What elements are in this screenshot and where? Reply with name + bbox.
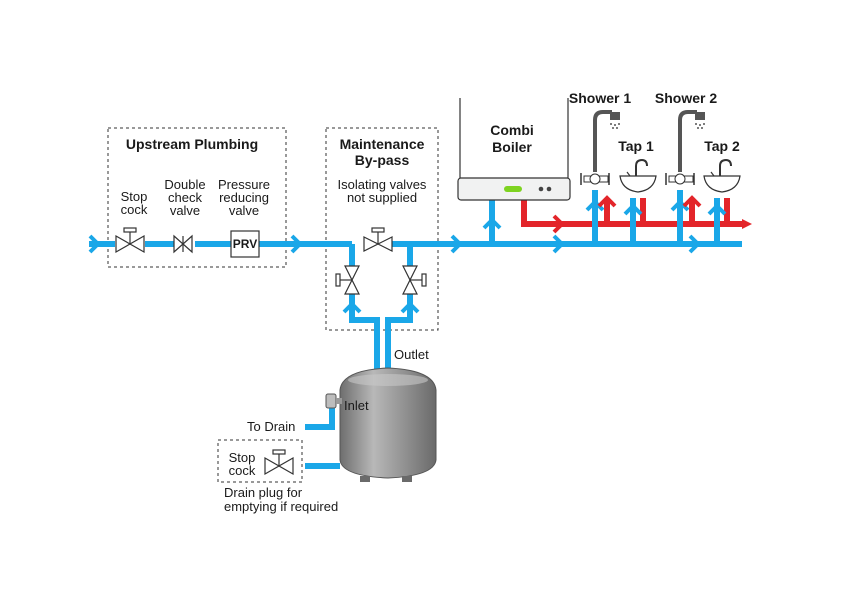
hot-flow-arrows	[552, 195, 702, 234]
bypass-left-valve-icon	[335, 265, 360, 295]
prv-label: PRV	[233, 237, 257, 251]
drain-stop-cock-valve-icon	[264, 449, 294, 476]
hot-water-pipe	[521, 198, 742, 227]
to-drain-label: To Drain	[247, 419, 295, 434]
boiler-title-1: Combi	[490, 122, 534, 138]
stop-cock-label-1: Stop	[121, 189, 148, 204]
bypass-right-valve-icon	[402, 265, 427, 295]
shower-2-label: Shower 2	[655, 90, 717, 106]
combi-boiler-icon	[457, 98, 571, 201]
maintenance-bypass-box	[325, 127, 439, 331]
double-check-label-1: Double	[164, 177, 205, 192]
drain-stop-cock-label-1: Stop	[229, 450, 256, 465]
prv-box	[230, 230, 260, 258]
double-check-label-3: valve	[170, 203, 200, 218]
double-check-label-2: check	[168, 190, 202, 205]
upstream-plumbing-box	[107, 127, 287, 268]
bypass-note-2: not supplied	[347, 190, 417, 205]
tap-1-label: Tap 1	[618, 138, 654, 154]
tap-2-icon	[703, 158, 741, 193]
inlet-label: Inlet	[344, 398, 369, 413]
prv-desc-label-2: reducing	[219, 190, 269, 205]
boiler-title-2: Boiler	[492, 139, 532, 155]
drain-stop-cock-box	[217, 439, 303, 483]
stop-cock-valve-icon	[115, 227, 145, 254]
cold-water-pipe	[89, 190, 742, 469]
shower-2-icon	[665, 110, 705, 185]
prv-desc-label-3: valve	[229, 203, 259, 218]
stop-cock-label-2: cock	[121, 202, 148, 217]
bypass-note-1: Isolating valves	[338, 177, 427, 192]
drain-note-2: emptying if required	[224, 499, 338, 514]
bypass-top-valve-icon	[363, 227, 393, 252]
tap-1-icon	[619, 158, 657, 193]
expansion-vessel-icon	[325, 367, 437, 482]
shower-1-icon	[580, 110, 620, 185]
drain-note-1: Drain plug for	[224, 485, 303, 500]
hot-pipe-end	[742, 219, 752, 229]
shower-1-label: Shower 1	[569, 90, 631, 106]
drain-stop-cock-label-2: cock	[229, 463, 256, 478]
upstream-title: Upstream Plumbing	[126, 136, 258, 152]
tap-2-label: Tap 2	[704, 138, 740, 154]
bypass-title-2: By-pass	[355, 152, 410, 168]
bypass-title-1: Maintenance	[340, 136, 425, 152]
double-check-valve-icon	[173, 234, 193, 254]
prv-desc-label-1: Pressure	[218, 177, 270, 192]
outlet-label: Outlet	[394, 347, 429, 362]
